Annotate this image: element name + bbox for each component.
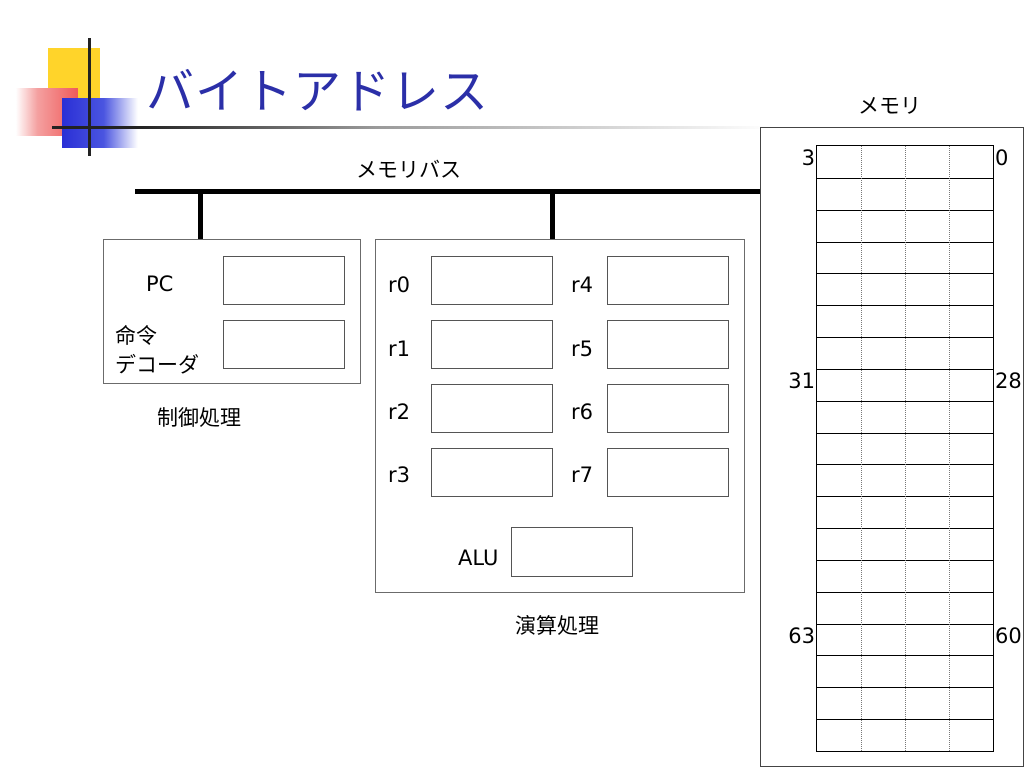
pc-register (223, 256, 345, 305)
register-label-r0: r0 (388, 273, 410, 297)
title-decoration (14, 38, 144, 158)
register-label-r7: r7 (571, 463, 593, 487)
deco-blue-square (62, 98, 138, 148)
register-label-r4: r4 (571, 273, 593, 297)
memory-byte-divider (905, 146, 906, 751)
register-r2 (431, 384, 553, 433)
register-label-r2: r2 (388, 400, 410, 424)
memory-address-left: 3 (801, 146, 815, 170)
register-r6 (607, 384, 729, 433)
bus-connector-control (198, 191, 203, 240)
register-label-r1: r1 (388, 337, 410, 361)
bus-label: メモリバス (356, 158, 461, 182)
register-r4 (607, 256, 729, 305)
deco-vertical-line (88, 38, 91, 156)
memory-byte-divider (949, 146, 950, 751)
pc-label: PC (146, 272, 174, 296)
arith-unit-caption: 演算処理 (515, 614, 599, 638)
register-r1 (431, 320, 553, 369)
memory-address-left: 63 (788, 623, 815, 648)
memory-address-left: 31 (788, 368, 815, 393)
memory-grid (816, 145, 994, 752)
decoder-register (223, 320, 345, 369)
memory-address-right: 0 (995, 146, 1009, 170)
memory-title: メモリ (858, 94, 921, 118)
register-label-r5: r5 (571, 337, 593, 361)
register-label-r3: r3 (388, 463, 410, 487)
memory-bus-line (135, 189, 761, 194)
alu-label: ALU (458, 546, 499, 570)
memory-address-right: 28 (995, 368, 1022, 393)
register-label-r6: r6 (571, 400, 593, 424)
decoder-label-line2: デコーダ (115, 353, 199, 377)
memory-address-right: 60 (995, 623, 1022, 648)
register-r7 (607, 448, 729, 497)
register-r0 (431, 256, 553, 305)
bus-connector-arith (550, 191, 555, 240)
control-unit-caption: 制御処理 (157, 406, 241, 430)
register-r3 (431, 448, 553, 497)
title-underline (52, 126, 772, 129)
slide-title: バイトアドレス (146, 64, 490, 120)
alu-box (511, 527, 633, 577)
decoder-label-line1: 命令 (115, 324, 157, 348)
register-r5 (607, 320, 729, 369)
memory-byte-divider (861, 146, 862, 751)
